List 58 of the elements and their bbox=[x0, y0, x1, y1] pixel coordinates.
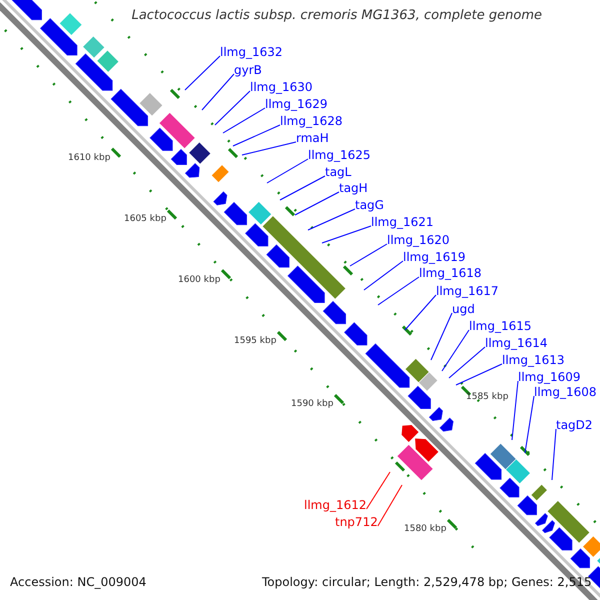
scale-label: 1610 kbp bbox=[68, 152, 110, 165]
scale-label: 1590 kbp bbox=[291, 398, 334, 411]
gene-label: ugd bbox=[452, 302, 475, 316]
gene-label: llmg_1632 bbox=[220, 45, 283, 59]
scale-label: 1600 kbp bbox=[178, 274, 220, 287]
leader-line bbox=[378, 276, 420, 306]
genome-summary-text: Topology: circular; Length: 2,529,478 bp; Genes: 2,515 bbox=[262, 575, 592, 589]
gene-label: llmg_1619 bbox=[403, 250, 466, 264]
leader-line bbox=[350, 244, 388, 266]
gene-label: llmg_1630 bbox=[250, 80, 313, 94]
leader-line bbox=[214, 90, 250, 126]
gene-label: llmg_1608 bbox=[534, 385, 597, 399]
gene-label: tagG bbox=[355, 198, 384, 212]
gene-label: llmg_1629 bbox=[265, 97, 328, 111]
gene-label: llmg_1628 bbox=[280, 114, 343, 128]
leader-line bbox=[552, 428, 556, 480]
leader-line bbox=[322, 226, 372, 244]
gene-label: llmg_1617 bbox=[436, 284, 499, 298]
gene-label: rmaH bbox=[296, 131, 329, 145]
leader-line bbox=[202, 74, 234, 110]
gene-label: llmg_1615 bbox=[469, 319, 532, 333]
leader-line bbox=[448, 346, 486, 378]
title: Lactococcus lactis subsp. cremoris MG1363, complete genome bbox=[132, 9, 542, 23]
leader-line bbox=[294, 192, 340, 216]
leader-line bbox=[404, 294, 436, 330]
scale-label: 1585 kbp bbox=[466, 391, 508, 404]
leader-line bbox=[266, 158, 308, 184]
leader-line bbox=[364, 260, 404, 290]
gene-label: llmg_1621 bbox=[371, 215, 434, 229]
gene-label: llmg_1625 bbox=[308, 148, 371, 162]
gene-label: tagH bbox=[339, 181, 368, 195]
leader-line bbox=[184, 56, 220, 90]
leader-line bbox=[222, 108, 266, 134]
accession-text: Accession: NC_009004 bbox=[10, 575, 146, 589]
leader-line bbox=[280, 176, 326, 200]
leader-line bbox=[512, 380, 518, 440]
gene-label: llmg_1620 bbox=[387, 233, 450, 247]
gene-label: tagL bbox=[325, 165, 352, 179]
scale-label: 1580 kbp bbox=[404, 523, 446, 536]
scale-label: 1595 kbp bbox=[234, 335, 276, 348]
gene-label: llmg_1612 bbox=[304, 498, 367, 512]
gene-label: llmg_1614 bbox=[485, 336, 548, 350]
leader-line bbox=[442, 330, 470, 372]
leader-line bbox=[242, 142, 296, 156]
leader-line bbox=[377, 484, 402, 526]
leader-line bbox=[456, 364, 502, 386]
leader-line bbox=[308, 208, 356, 230]
gene-label: llmg_1609 bbox=[518, 370, 581, 384]
gene-label: tagD2 bbox=[556, 418, 593, 432]
gene-label: tnp712 bbox=[335, 515, 378, 529]
gene-label: llmg_1613 bbox=[502, 353, 565, 367]
leader-line bbox=[524, 396, 534, 454]
gene-label: gyrB bbox=[234, 63, 262, 77]
scale-label: 1605 kbp bbox=[124, 213, 166, 226]
leader-line bbox=[232, 124, 280, 146]
leader-line bbox=[430, 312, 452, 360]
leader-line bbox=[366, 472, 390, 510]
gene-label: llmg_1618 bbox=[419, 266, 482, 280]
